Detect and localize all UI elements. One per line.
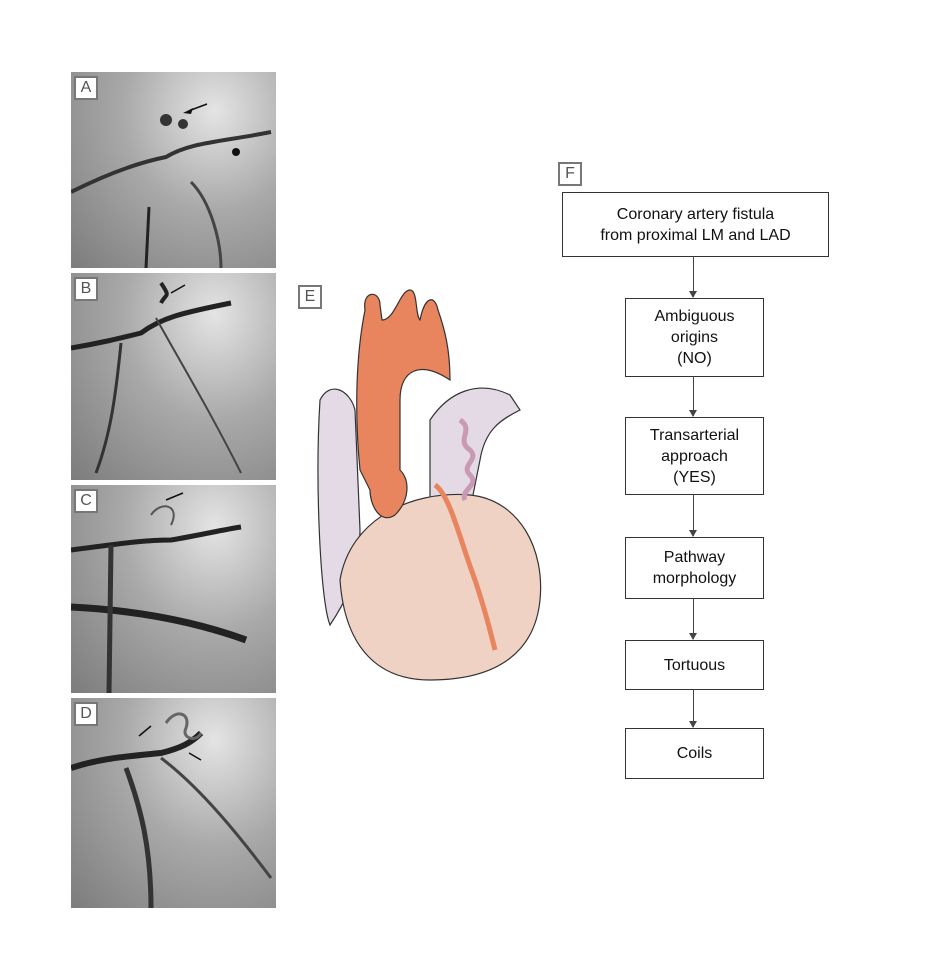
panel-label-d: D [74,702,98,726]
flow-arrow [687,256,699,298]
flow-arrow [687,598,699,640]
flow-step-transarterial-approach: Transarterial approach (YES) [625,417,764,495]
angiogram-panel-d: D [71,698,276,908]
panel-label-f: F [558,162,582,186]
angiogram-panel-a: A [71,72,276,268]
angiogram-panel-c: C [71,485,276,693]
coronary-fistula [458,417,476,502]
flow-step-pathway-morphology: Pathway morphology [625,537,764,599]
pulmonary-artery [429,387,521,511]
panel-label-a: A [74,76,98,100]
angiogram-vessels [71,492,248,693]
flow-arrow [687,494,699,537]
flow-step-coils: Coils [625,728,764,779]
angiogram-vessels [71,712,273,908]
ventricle [339,493,542,681]
flow-arrow [687,689,699,728]
panel-label-e: E [298,285,322,309]
flow-step-tortuous: Tortuous [625,640,764,690]
angiogram-vessels [71,281,242,474]
lad-artery [433,482,498,651]
aorta [356,289,451,519]
flow-step-ambiguous-origins: Ambiguous origins (NO) [625,298,764,377]
heart-illustration [317,289,542,681]
flow-step-fistula-origin: Coronary artery fistula from proximal LM… [562,192,829,257]
flow-arrow [687,376,699,417]
panel-label-b: B [74,277,98,301]
angiogram-panel-b: B [71,273,276,480]
angiogram-vessels [71,103,272,268]
panel-label-c: C [74,489,98,513]
